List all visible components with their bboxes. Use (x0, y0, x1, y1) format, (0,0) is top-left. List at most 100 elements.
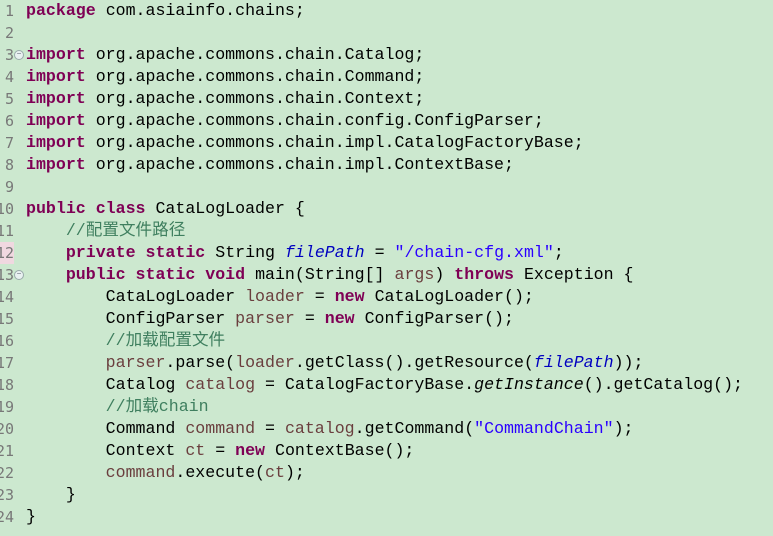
line-number: 16 (0, 332, 14, 350)
code-text: = (255, 419, 285, 438)
keyword: public static void (65, 265, 246, 284)
code-text: = CatalogFactoryBase. (255, 375, 475, 394)
line-number: 12 (0, 242, 14, 264)
line-number: 18 (0, 376, 14, 394)
code-text: org.apache.commons.chain.Context; (95, 89, 425, 108)
code-text: org.apache.commons.chain.config.ConfigPa… (95, 111, 544, 130)
code-text: Context (105, 441, 186, 460)
code-text: .getCommand( (354, 419, 475, 438)
keyword: import (26, 89, 86, 108)
code-text: } (26, 507, 36, 526)
code-text: ConfigParser(); (364, 309, 514, 328)
code-line[interactable]: 16 //加载配置文件 (0, 330, 773, 352)
line-code: package com.asiainfo.chains; (26, 0, 305, 22)
keyword: new (324, 309, 355, 328)
code-line[interactable]: 17 parser.parse(loader.getClass().getRes… (0, 352, 773, 374)
local-variable: loader (245, 287, 305, 306)
code-text: ) (434, 265, 455, 284)
line-code: Catalog catalog = CatalogFactoryBase.get… (26, 374, 743, 396)
string-literal: "CommandChain" (474, 419, 614, 438)
line-number: 5 (4, 90, 14, 108)
local-variable: parser (235, 309, 295, 328)
code-line[interactable]: 5 import org.apache.commons.chain.Context… (0, 88, 773, 110)
code-line[interactable]: 19 //加载chain (0, 396, 773, 418)
keyword: import (26, 111, 86, 130)
keyword: public class (26, 199, 146, 218)
static-field: filePath (533, 353, 614, 372)
line-code: //加载配置文件 (26, 330, 225, 352)
fold-toggle-icon[interactable]: − (14, 50, 24, 60)
line-code: import org.apache.commons.chain.config.C… (26, 110, 544, 132)
keyword: import (26, 45, 86, 64)
local-variable: command (105, 463, 176, 482)
code-line[interactable]: 9 (0, 176, 773, 198)
line-number: 20 (0, 420, 14, 438)
keyword: import (26, 67, 86, 86)
code-text: )); (613, 353, 644, 372)
code-line[interactable]: 3−import org.apache.commons.chain.Catalo… (0, 44, 773, 66)
local-variable: catalog (185, 375, 256, 394)
code-line[interactable]: 15 ConfigParser parser = new ConfigParse… (0, 308, 773, 330)
code-text: ; (553, 243, 564, 262)
line-code: public class CataLogLoader { (26, 198, 305, 220)
code-text: org.apache.commons.chain.impl.ContextBas… (95, 155, 514, 174)
code-line[interactable]: 13− public static void main(String[] arg… (0, 264, 773, 286)
line-code: parser.parse(loader.getClass().getResour… (26, 352, 644, 374)
code-line[interactable]: 24} (0, 506, 773, 528)
line-code: import org.apache.commons.chain.Catalog; (26, 44, 424, 66)
code-text: org.apache.commons.chain.Command; (95, 67, 425, 86)
line-number: 10 (0, 200, 14, 218)
line-code: Context ct = new ContextBase(); (26, 440, 415, 462)
keyword: import (26, 155, 86, 174)
code-line[interactable]: 18 Catalog catalog = CatalogFactoryBase.… (0, 374, 773, 396)
keyword: private static (65, 243, 206, 262)
local-variable: catalog (284, 419, 355, 438)
code-text: .parse( (165, 353, 236, 372)
line-number: 19 (0, 398, 14, 416)
local-variable: ct (265, 463, 285, 482)
code-text: ); (284, 463, 305, 482)
code-line[interactable]: 2 (0, 22, 773, 44)
code-line[interactable]: 21 Context ct = new ContextBase(); (0, 440, 773, 462)
code-line[interactable]: 23 } (0, 484, 773, 506)
code-line[interactable]: 14 CataLogLoader loader = new CataLogLoa… (0, 286, 773, 308)
code-line[interactable]: 22 command.execute(ct); (0, 462, 773, 484)
local-variable: args (394, 265, 435, 284)
line-code: import org.apache.commons.chain.impl.Cat… (26, 132, 584, 154)
static-field: filePath (284, 243, 365, 262)
local-variable: loader (235, 353, 295, 372)
line-code: Command command = catalog.getCommand("Co… (26, 418, 634, 440)
line-code: } (26, 484, 76, 506)
line-code: public static void main(String[] args) t… (26, 264, 634, 286)
code-text: ConfigParser (105, 309, 236, 328)
code-text: com.asiainfo.chains; (105, 1, 305, 20)
keyword: new (235, 441, 266, 460)
keyword: throws (454, 265, 514, 284)
code-line[interactable]: 11 //配置文件路径 (0, 220, 773, 242)
keyword: package (26, 1, 96, 20)
line-number: 6 (4, 112, 14, 130)
comment: //加载chain (105, 397, 209, 416)
code-line[interactable]: 20 Command command = catalog.getCommand(… (0, 418, 773, 440)
code-line[interactable]: 6 import org.apache.commons.chain.config.… (0, 110, 773, 132)
code-text: .getClass().getResource( (294, 353, 534, 372)
line-code: private static String filePath = "/chain… (26, 242, 564, 264)
keyword: import (26, 133, 86, 152)
comment: //配置文件路径 (65, 221, 186, 240)
code-text: org.apache.commons.chain.Catalog; (95, 45, 425, 64)
code-text: org.apache.commons.chain.impl.CatalogFac… (95, 133, 584, 152)
line-number: 14 (0, 288, 14, 306)
line-code: import org.apache.commons.chain.Command; (26, 66, 424, 88)
code-text: main(String[] (255, 265, 395, 284)
code-line[interactable]: 12 private static String filePath = "/ch… (0, 242, 773, 264)
line-code: //加载chain (26, 396, 209, 418)
fold-toggle-icon[interactable]: − (14, 270, 24, 280)
code-line[interactable]: 10 public class CataLogLoader { (0, 198, 773, 220)
code-text: Catalog (105, 375, 186, 394)
code-text: = (304, 287, 335, 306)
